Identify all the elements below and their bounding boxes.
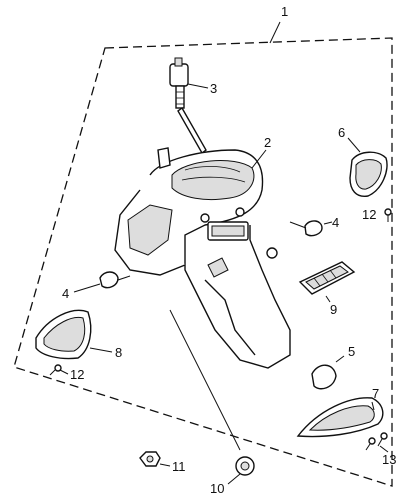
part-9-reflector <box>298 261 356 295</box>
callout-2: 2 <box>264 135 271 150</box>
leader-4a <box>73 283 101 293</box>
leader-3 <box>187 83 209 89</box>
part-4-bulb-left <box>99 271 131 289</box>
leader-6 <box>347 137 361 153</box>
callout-12b: 12 <box>362 207 376 222</box>
part-8-left-signal-lens <box>35 309 92 360</box>
callout-12a: 12 <box>70 367 84 382</box>
callout-4a: 4 <box>62 286 69 301</box>
callout-4b: 4 <box>332 215 339 230</box>
part-12-screw-left <box>49 364 62 376</box>
leader-13 <box>379 445 389 453</box>
callout-10: 10 <box>210 481 224 496</box>
leader-9 <box>325 295 331 303</box>
part-13-screws <box>365 432 388 451</box>
leader-4b <box>323 221 333 225</box>
leader-7 <box>371 401 375 411</box>
leader-10 <box>227 473 241 485</box>
leader-8 <box>89 347 113 353</box>
callout-8: 8 <box>115 345 122 360</box>
callout-3: 3 <box>210 81 217 96</box>
part-10-bolt <box>169 309 255 476</box>
callout-1: 1 <box>281 4 288 19</box>
leader-11 <box>159 463 171 467</box>
callout-7: 7 <box>372 386 379 401</box>
part-3-cable <box>169 57 207 155</box>
part-2-rear-fender <box>114 147 291 369</box>
part-4-bulb-right <box>289 220 323 237</box>
callout-6: 6 <box>338 125 345 140</box>
part-7-rear-lens <box>296 397 384 438</box>
callout-5: 5 <box>348 344 355 359</box>
callout-9: 9 <box>330 302 337 317</box>
part-6-right-signal-lens <box>349 151 388 197</box>
callout-13: 13 <box>382 452 396 467</box>
leader-5 <box>335 355 345 363</box>
part-12-screw-right <box>384 208 392 222</box>
leader-12a <box>59 369 69 375</box>
part-11-nut <box>139 451 161 467</box>
kit-boundary <box>13 37 393 487</box>
callout-11: 11 <box>172 459 186 474</box>
part-5-bulb <box>311 364 337 390</box>
leader-2 <box>251 149 267 169</box>
leader-1 <box>269 21 281 44</box>
